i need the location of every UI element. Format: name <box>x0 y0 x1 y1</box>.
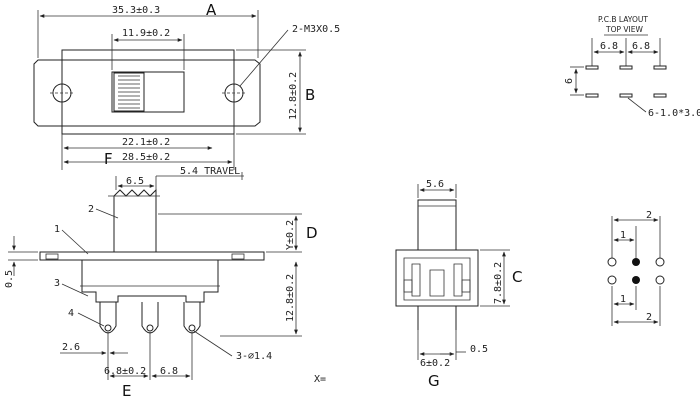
pcb-pad <box>585 93 599 98</box>
label-A: A <box>206 1 217 19</box>
pcb-title: P.C.B LAYOUT <box>598 15 648 24</box>
side-body <box>395 249 479 307</box>
terminal-3 <box>183 302 201 334</box>
dim-pitch-1: 6.8±0.2 <box>104 366 146 377</box>
dim-side-width: 5.6 <box>426 179 444 190</box>
sch-dim-bottom: 2 <box>646 312 652 323</box>
schematic-contact <box>607 275 617 285</box>
terminal-hole-3 <box>188 324 196 332</box>
side-view: 5.6 7.8±0.2 C 6±0.2 0.5 G <box>395 179 522 390</box>
label-B: B <box>305 86 315 104</box>
schematic: 2 1 1 2 <box>607 210 665 326</box>
pcb-pad <box>585 65 599 70</box>
schematic-contact <box>655 257 665 267</box>
dim-pin-offset: 2.6 <box>62 342 80 353</box>
label-F: F <box>104 150 113 168</box>
label-G: G <box>428 372 440 390</box>
terminal-hole-1 <box>104 324 112 332</box>
label-E: E <box>122 382 131 400</box>
dim-inner: 22.1±0.2 <box>122 137 170 148</box>
dim-pitch-2: 6.8 <box>160 366 178 377</box>
actuator-ribs <box>118 75 140 109</box>
pcb-layout: P.C.B LAYOUT TOP VIEW 6.8 6.8 6 6-1.0*3.… <box>564 15 700 119</box>
schematic-contact <box>655 275 665 285</box>
sch-dim-lower: 1 <box>620 294 626 305</box>
pcb-hole-note: 6-1.0*3.0 <box>648 108 700 119</box>
dim-body-height: 12.8±0.2 <box>285 274 296 322</box>
side-actuator <box>417 199 457 251</box>
dim-side-pins: 6±0.2 <box>420 358 450 369</box>
callout-3: 3 <box>54 278 60 289</box>
x-label: X= <box>314 374 326 385</box>
screw-note: 2-M3X0.5 <box>292 24 340 35</box>
schematic-contact-common <box>632 276 640 284</box>
callout-2: 2 <box>88 204 94 215</box>
dim-travel: 5.4 TRAVEL <box>180 166 240 177</box>
dim-thickness: 0.5 <box>4 270 15 288</box>
dim-y: Y±0.2 <box>285 220 296 250</box>
schematic-contact-common <box>632 258 640 266</box>
label-D: D <box>306 224 318 242</box>
pcb-pad <box>653 65 667 70</box>
label-C: C <box>512 268 522 286</box>
dim-hole-spacing: 28.5±0.2 <box>122 152 170 163</box>
front-plate <box>39 251 265 261</box>
dim-height: 12.8±0.2 <box>288 72 299 120</box>
pcb-pad <box>619 93 633 98</box>
callout-4: 4 <box>68 308 74 319</box>
top-slot <box>111 71 185 113</box>
terminal-2 <box>141 302 159 334</box>
pcb-subtitle: TOP VIEW <box>605 25 643 34</box>
front-actuator <box>113 188 157 252</box>
dim-actuator: 6.5 <box>126 176 144 187</box>
pcb-pad <box>619 65 633 70</box>
top-actuator <box>113 72 145 112</box>
pcb-dim-y: 6 <box>564 78 575 84</box>
pcb-dim-x2: 6.8 <box>632 41 650 52</box>
schematic-contact <box>607 257 617 267</box>
dim-overall-length: 35.3±0.3 <box>112 5 160 16</box>
top-body <box>61 49 235 135</box>
sch-dim-upper: 1 <box>620 230 626 241</box>
dim-side-height: 7.8±0.2 <box>493 262 504 304</box>
callout-1: 1 <box>54 224 60 235</box>
dim-side-pin: 0.5 <box>470 344 488 355</box>
top-view: 35.3±0.3 A 11.9±0.2 2-M3X0.5 12.8±0.2 B … <box>33 1 340 170</box>
front-body <box>81 260 219 303</box>
pcb-pad <box>653 93 667 98</box>
sch-dim-top: 2 <box>646 210 652 221</box>
terminal-1 <box>99 302 117 334</box>
dim-slot-length: 11.9±0.2 <box>122 28 170 39</box>
terminal-hole-2 <box>146 324 154 332</box>
front-view: 6.5 5.4 TRAVEL Y±0.2 D 12.8±0.2 0.5 1 2 … <box>4 166 326 400</box>
terminal-hole-note: 3-⌀1.4 <box>236 351 272 362</box>
pcb-dim-x1: 6.8 <box>600 41 618 52</box>
top-plate-outline <box>33 59 261 127</box>
